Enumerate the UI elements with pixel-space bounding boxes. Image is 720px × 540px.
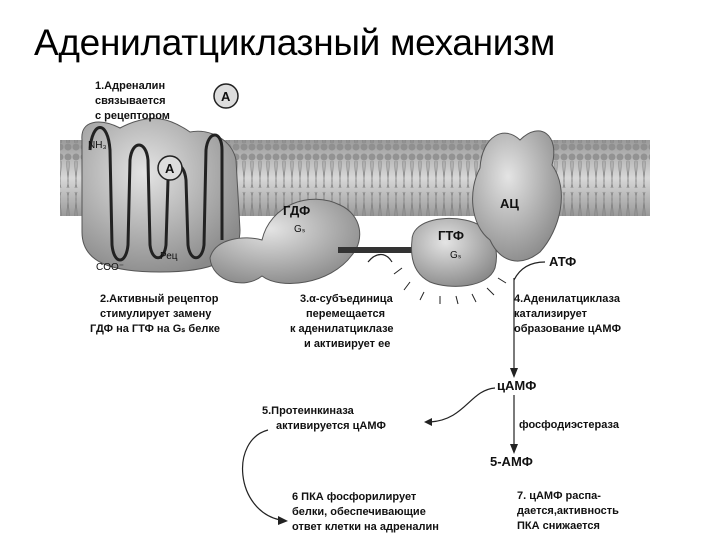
- receptor-body: [81, 117, 241, 273]
- pde-label: фосфодиэстераза: [519, 419, 620, 431]
- step7-text: 7. цАМФ распа- дается,активность ПКА сни…: [517, 490, 619, 532]
- step3-line-2: перемещается: [306, 308, 385, 320]
- receptor-label: Рец: [160, 251, 178, 262]
- pka-curve-head: [424, 418, 432, 426]
- page-title: Аденилатциклазный механизм: [34, 22, 555, 63]
- gdp-label: ГДФ: [283, 203, 310, 218]
- step1-line-2: связывается: [95, 95, 166, 107]
- adrenaline-bound-label: A: [165, 161, 175, 176]
- step7-line-1: 7. цАМФ распа-: [517, 490, 601, 502]
- step2-line-3: ГДФ на ГТФ на Gₛ белке: [90, 323, 220, 335]
- step2-line-2: стимулирует замену: [100, 308, 212, 320]
- step7-line-3: ПКА снижается: [517, 520, 600, 532]
- step1-text: 1.Адреналин связывается с рецептором: [95, 80, 170, 122]
- step4-line-1: 4.Аденилатциклаза: [514, 293, 621, 305]
- step3-line-4: и активирует ее: [304, 338, 390, 350]
- camp-arrowhead: [510, 368, 518, 378]
- atp-pointer: [513, 261, 546, 281]
- step5-text: 5.Протеинкиназа активируется цАМФ: [262, 405, 386, 432]
- adrenaline-label: A: [221, 89, 231, 104]
- step3-line-1: 3.α-субъединица: [300, 293, 394, 305]
- gs-alpha-label: Gₛ: [450, 250, 462, 261]
- step4-text: 4.Аденилатциклаза катализирует образован…: [514, 293, 621, 335]
- ac-label: АЦ: [500, 196, 519, 211]
- step3-text: 3.α-субъединица перемещается к аденилатц…: [290, 293, 394, 350]
- adenylate-cyclase: [472, 130, 562, 262]
- gs-label: Gₛ: [294, 224, 306, 235]
- step6-curve: [241, 429, 281, 521]
- step6-curve-head: [278, 516, 288, 525]
- nh3-label: NH₃: [88, 140, 107, 151]
- step6-line-3: ответ клетки на адреналин: [292, 521, 439, 533]
- step1-line-3: с рецептором: [95, 110, 170, 122]
- step3-line-3: к аденилатциклазе: [290, 323, 394, 335]
- pka-curve: [429, 387, 496, 423]
- step6-text: 6 ПКА фосфорилирует белки, обеспечивающи…: [292, 491, 439, 533]
- camp-label: цАМФ: [497, 378, 536, 393]
- step2-line-1: 2.Активный рецептор: [100, 293, 219, 305]
- step6-line-1: 6 ПКА фосфорилирует: [292, 491, 417, 503]
- step4-line-3: образование цАМФ: [514, 323, 621, 335]
- step5-line-1: 5.Протеинкиназа: [262, 405, 355, 417]
- gs-alpha-subunit: [411, 217, 497, 287]
- adrenaline-icon: [213, 83, 239, 109]
- step2-text: 2.Активный рецептор стимулирует замену Г…: [90, 293, 220, 335]
- g-protein: [209, 198, 361, 284]
- cooc-label: COO⁻: [96, 262, 124, 273]
- step4-line-2: катализирует: [514, 308, 588, 320]
- step5-line-2: активируется цАМФ: [276, 420, 386, 432]
- small-curve-arrow: [367, 253, 393, 263]
- step6-line-2: белки, обеспечивающие: [292, 506, 426, 518]
- amp-arrowhead: [510, 444, 518, 454]
- atp-label: АТФ: [549, 254, 576, 269]
- step7-line-2: дается,активность: [517, 505, 619, 517]
- amp5-label: 5-АМФ: [490, 454, 533, 469]
- step1-line-1: 1.Адреналин: [95, 80, 165, 92]
- receptor-chain: [88, 126, 224, 262]
- adrenaline-bound-icon: [157, 155, 183, 181]
- gtp-label: ГТФ: [438, 228, 464, 243]
- activation-rays: [393, 267, 507, 305]
